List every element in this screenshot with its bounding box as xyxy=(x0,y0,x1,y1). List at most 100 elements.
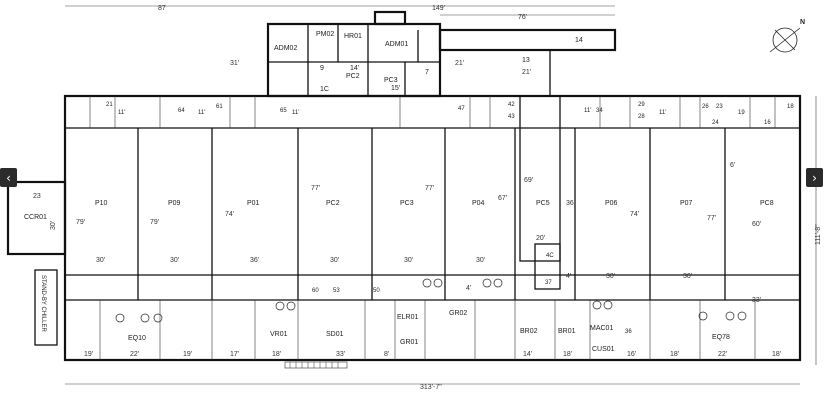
dim-p01-h: 74' xyxy=(225,211,234,218)
room-ccr01: CCR01 xyxy=(24,214,47,221)
room-hr01: HR01 xyxy=(344,33,362,40)
room-mac01: MAC01 xyxy=(590,325,613,332)
label-13: 13 xyxy=(522,57,530,64)
top-label: 21 xyxy=(106,102,113,108)
label-37: 37 xyxy=(545,280,552,286)
dim-p09-h: 79' xyxy=(150,219,159,226)
top-label: 65 xyxy=(280,108,287,114)
dim-pc8-h: 60' xyxy=(752,221,761,228)
dim-pc5-w: 20' xyxy=(536,235,545,242)
label-60: 60 xyxy=(312,288,319,294)
room-elr01: ELR01 xyxy=(397,314,419,321)
top-label: 34 xyxy=(596,108,603,114)
dim-pc5-h: 69' xyxy=(524,177,533,184)
top-label: 18 xyxy=(787,104,794,110)
label-14: 14' xyxy=(350,65,359,72)
dim-p06-w: 30' xyxy=(606,273,615,280)
bottom-dim: 18' xyxy=(772,351,781,358)
label-15: 15' xyxy=(391,85,400,92)
bottom-dim: 17' xyxy=(230,351,239,358)
room-1c: 1C xyxy=(320,86,329,93)
bottom-dim: 33' xyxy=(336,351,345,358)
bottom-dim: 8' xyxy=(384,351,389,358)
bottom-dim: 22' xyxy=(718,351,727,358)
label-7: 7 xyxy=(425,69,429,76)
dim-pc3-w: 30' xyxy=(404,257,413,264)
dim-p04-w: 30' xyxy=(476,257,485,264)
top-label: 24 xyxy=(712,120,719,126)
room-br01: BR01 xyxy=(558,328,576,335)
dim-top-mid: 149' xyxy=(432,5,445,12)
room-p06: P06 xyxy=(605,200,618,207)
room-sd01: SD01 xyxy=(326,331,344,338)
room-pc3: PC3 xyxy=(400,200,414,207)
bottom-dim: 22' xyxy=(130,351,139,358)
bottom-dim: 14' xyxy=(523,351,532,358)
top-label: 26 xyxy=(702,104,709,110)
room-gr01: GR01 xyxy=(400,339,418,346)
dim-pc8-w: 33' xyxy=(752,297,761,304)
label-14-annex: 14 xyxy=(575,37,583,44)
room-br02: BR02 xyxy=(520,328,538,335)
dim-p04-b: 4' xyxy=(466,285,471,292)
top-label: 29 xyxy=(638,102,645,108)
bottom-dim: 18' xyxy=(272,351,281,358)
dim-21b: 21' xyxy=(522,69,531,76)
room-gr02: GR02 xyxy=(449,310,467,317)
top-label: 19 xyxy=(738,110,745,116)
dim-21: 21' xyxy=(455,60,464,67)
top-label: 42 xyxy=(508,102,515,108)
top-label: 11' xyxy=(659,110,666,116)
room-vr01: VR01 xyxy=(270,331,288,338)
room-p01: P01 xyxy=(247,200,260,207)
chevron-left-icon: ‹ xyxy=(6,170,11,185)
room-pc2: PC2 xyxy=(326,200,340,207)
room-p07: P07 xyxy=(680,200,693,207)
room-cus01: CUS01 xyxy=(592,346,615,353)
room-pc2-admin: PC2 xyxy=(346,73,360,80)
label-53: 53 xyxy=(333,288,340,294)
room-p09: P09 xyxy=(168,200,181,207)
chevron-right-icon: › xyxy=(812,170,817,185)
label-50: 50 xyxy=(373,288,380,294)
top-label: 11' xyxy=(118,110,125,116)
dim-p10-w: 30' xyxy=(96,257,105,264)
room-p04: P04 xyxy=(472,200,485,207)
dim-p01-w: 36' xyxy=(250,257,259,264)
dim-p04-h: 67' xyxy=(498,195,507,202)
dim-top-left: 87 xyxy=(158,5,166,12)
room-pm02: PM02 xyxy=(316,31,334,38)
north-arrow-icon: N xyxy=(769,19,805,53)
top-label: 43 xyxy=(508,114,515,120)
dim-pc3-h: 77' xyxy=(425,185,434,192)
room-adm01: ADM01 xyxy=(385,41,408,48)
bottom-dimensions: 19' 22' 19' 17' 18' 33' 8' 14' 18' 16' 1… xyxy=(84,351,781,358)
room-pc5: PC5 xyxy=(536,200,550,207)
room-eq10: EQ10 xyxy=(128,335,146,342)
label-4c: 4C xyxy=(546,253,554,259)
dim-pc2-w: 30' xyxy=(330,257,339,264)
bottom-dim: 16' xyxy=(627,351,636,358)
dim-p10-h: 79' xyxy=(76,219,85,226)
dim-pc5-s: 36 xyxy=(566,200,574,207)
dim-pc2-h: 77' xyxy=(311,185,320,192)
top-label: 23 xyxy=(716,104,723,110)
dim-p06-h: 74' xyxy=(630,211,639,218)
top-label: 61 xyxy=(216,104,223,110)
dim-p09-w: 30' xyxy=(170,257,179,264)
dim-30: 30' xyxy=(50,221,57,230)
room-p10: P10 xyxy=(95,200,108,207)
top-label: 64 xyxy=(178,108,185,114)
label-9: 9 xyxy=(320,65,324,72)
dim-right-side: 111'-8" xyxy=(815,224,822,245)
top-label: 11' xyxy=(198,110,205,116)
room-pc8: PC8 xyxy=(760,200,774,207)
top-label: 11' xyxy=(292,110,299,116)
bottom-dim: 19' xyxy=(183,351,192,358)
dim-pc8-h2: 6' xyxy=(730,162,735,169)
dim-pc5-b: 4' xyxy=(566,273,571,280)
bottom-dim: 19' xyxy=(84,351,93,358)
bottom-dim: 18' xyxy=(563,351,572,358)
prev-arrow-button[interactable]: ‹ xyxy=(0,168,17,187)
next-arrow-button[interactable]: › xyxy=(806,168,823,187)
